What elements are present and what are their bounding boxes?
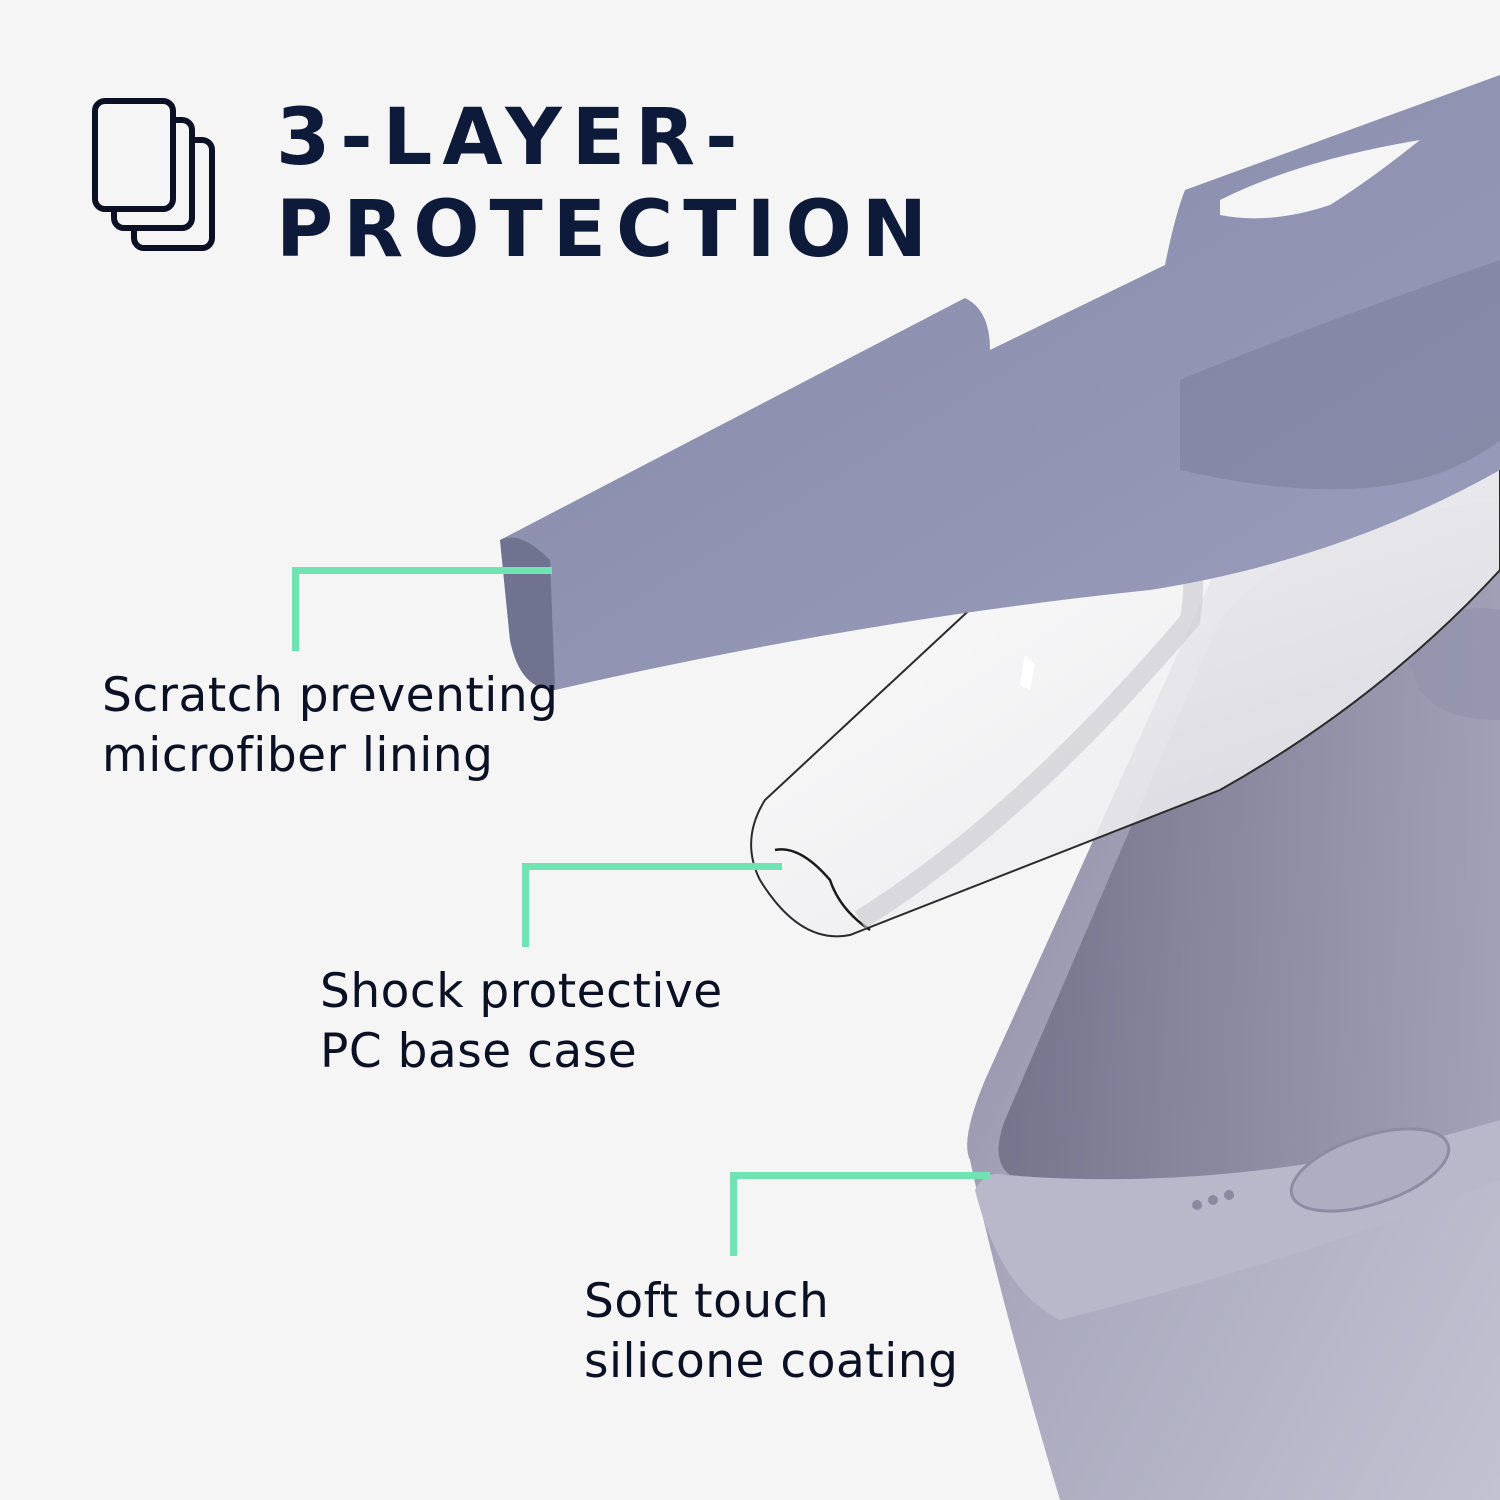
callout-line-silicone-h <box>730 1172 990 1179</box>
page-title: 3-LAYER- PROTECTION <box>276 92 937 276</box>
callout-label-pc: Shock protective PC base case <box>320 964 723 1079</box>
callout-line-microfiber-h <box>292 567 552 574</box>
stacked-layers-icon <box>92 98 215 251</box>
callout-line-pc-h <box>522 863 782 870</box>
callout-label-microfiber: Scratch preventing microfiber lining <box>102 668 559 783</box>
title-line-1: 3-LAYER- <box>276 93 748 183</box>
callout-line-microfiber-v <box>292 567 299 651</box>
microfiber-lining-layer <box>500 75 1500 690</box>
callout-label-silicone: Soft touch silicone coating <box>584 1274 959 1389</box>
callout-line-silicone-v <box>730 1172 737 1256</box>
callout-line-pc-v <box>522 863 529 947</box>
title-line-2: PROTECTION <box>276 185 938 275</box>
